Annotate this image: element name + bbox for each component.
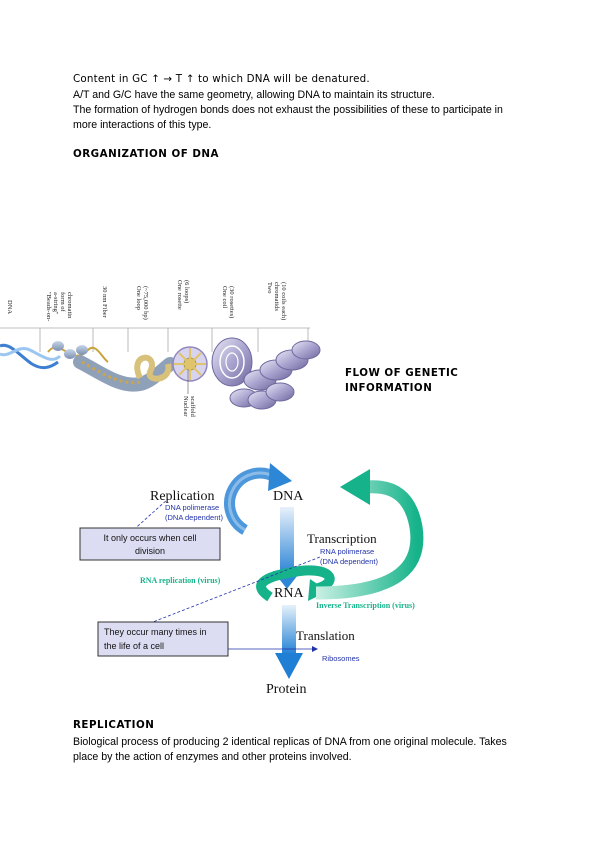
note2-line1: They occur many times in <box>104 627 207 637</box>
gc-content-line: Content in GC ↑ → T ↑ to which DNA will … <box>73 73 370 85</box>
rna-label: RNA <box>274 586 304 601</box>
note2-line2: the life of a cell <box>104 641 164 651</box>
hydrogen-bonds-line: The formation of hydrogen bonds does not… <box>73 104 503 116</box>
label-fiber: 30 nm Fiber <box>101 286 108 319</box>
transcription-label: Transcription <box>307 531 377 546</box>
dna-polymerase-label: DNA polimerase <box>165 503 219 512</box>
translation-label: Translation <box>296 628 355 643</box>
label-chromatids-1: Two <box>266 282 273 293</box>
inverse-transcription-arrow <box>315 469 424 600</box>
chromatids-drawing <box>229 340 321 410</box>
label-beads-4: chromatin <box>66 292 73 319</box>
label-beads-3: form of <box>59 292 66 313</box>
chromatin-figure: DNA "Beads-on- a-string" form of chromat… <box>0 280 321 418</box>
note-box-many-times <box>97 621 229 657</box>
label-scaffold-2: scaffold <box>189 396 196 418</box>
label-beads-1: "Beads-on- <box>45 292 52 321</box>
note1-line2: division <box>135 546 165 556</box>
label-chromatids-2: chromatids <box>273 282 280 311</box>
flow-heading-line1: FLOW OF GENETIC <box>345 367 459 379</box>
geometry-line: A/T and G/C have the same geometry, allo… <box>73 89 435 101</box>
fiber-drawing <box>73 355 177 392</box>
flow-heading-line2: INFORMATION <box>345 382 433 394</box>
rna-replication-label: RNA replication (virus) <box>140 576 221 585</box>
rosette-drawing <box>172 346 208 382</box>
label-loop-1: One loop <box>135 286 142 310</box>
label-rosette-1: One rosette <box>176 280 183 310</box>
dna-dependent-label-1: (DNA dependent) <box>165 513 223 522</box>
label-chromatids-3: (10 coils each) <box>280 282 287 320</box>
note-pointers <box>129 498 321 628</box>
note1-line1: It only occurs when cell <box>103 533 196 543</box>
rna-polymerase-label: RNA polimerase <box>320 547 374 556</box>
label-coil-1: One coil <box>221 286 228 308</box>
loop-drawing <box>134 354 172 382</box>
replication-line2: place by the action of enzymes and other… <box>73 751 352 763</box>
coil-drawing <box>211 337 253 387</box>
replication-heading: REPLICATION <box>73 719 155 731</box>
label-beads-2: a-string" <box>52 292 59 315</box>
dna-helix-drawing <box>0 343 62 370</box>
ribosome-pointer-head <box>312 646 318 652</box>
label-coil-2: (30 rosettes) <box>228 286 235 318</box>
replication-arrow <box>224 463 292 535</box>
label-rosette-2: (6 loops) <box>183 280 190 303</box>
ribosomes-label: Ribosomes <box>322 654 360 663</box>
dna-dependent-label-2: (DNA dependent) <box>320 557 378 566</box>
interactions-line: more interactions of this type. <box>73 119 212 131</box>
translation-arrow <box>275 605 303 679</box>
inverse-transcription-label: Inverse Transcription (virus) <box>316 601 415 610</box>
note-box-cell-division <box>79 527 221 561</box>
replication-line1: Biological process of producing 2 identi… <box>73 736 507 748</box>
label-loop-2: (~75,000 bp) <box>142 286 149 320</box>
organization-heading: ORGANIZATION OF DNA <box>73 148 220 160</box>
label-dna: DNA <box>6 300 13 314</box>
figure-dividers <box>0 327 310 352</box>
dna-label: DNA <box>273 489 304 504</box>
beads-on-string-drawing <box>47 341 109 363</box>
protein-label: Protein <box>266 682 306 697</box>
label-scaffold-1: Nuclear <box>182 396 189 417</box>
central-dogma-diagram: Replication DNA Transcription RNA Transl… <box>79 463 424 697</box>
replication-label: Replication <box>150 489 215 504</box>
